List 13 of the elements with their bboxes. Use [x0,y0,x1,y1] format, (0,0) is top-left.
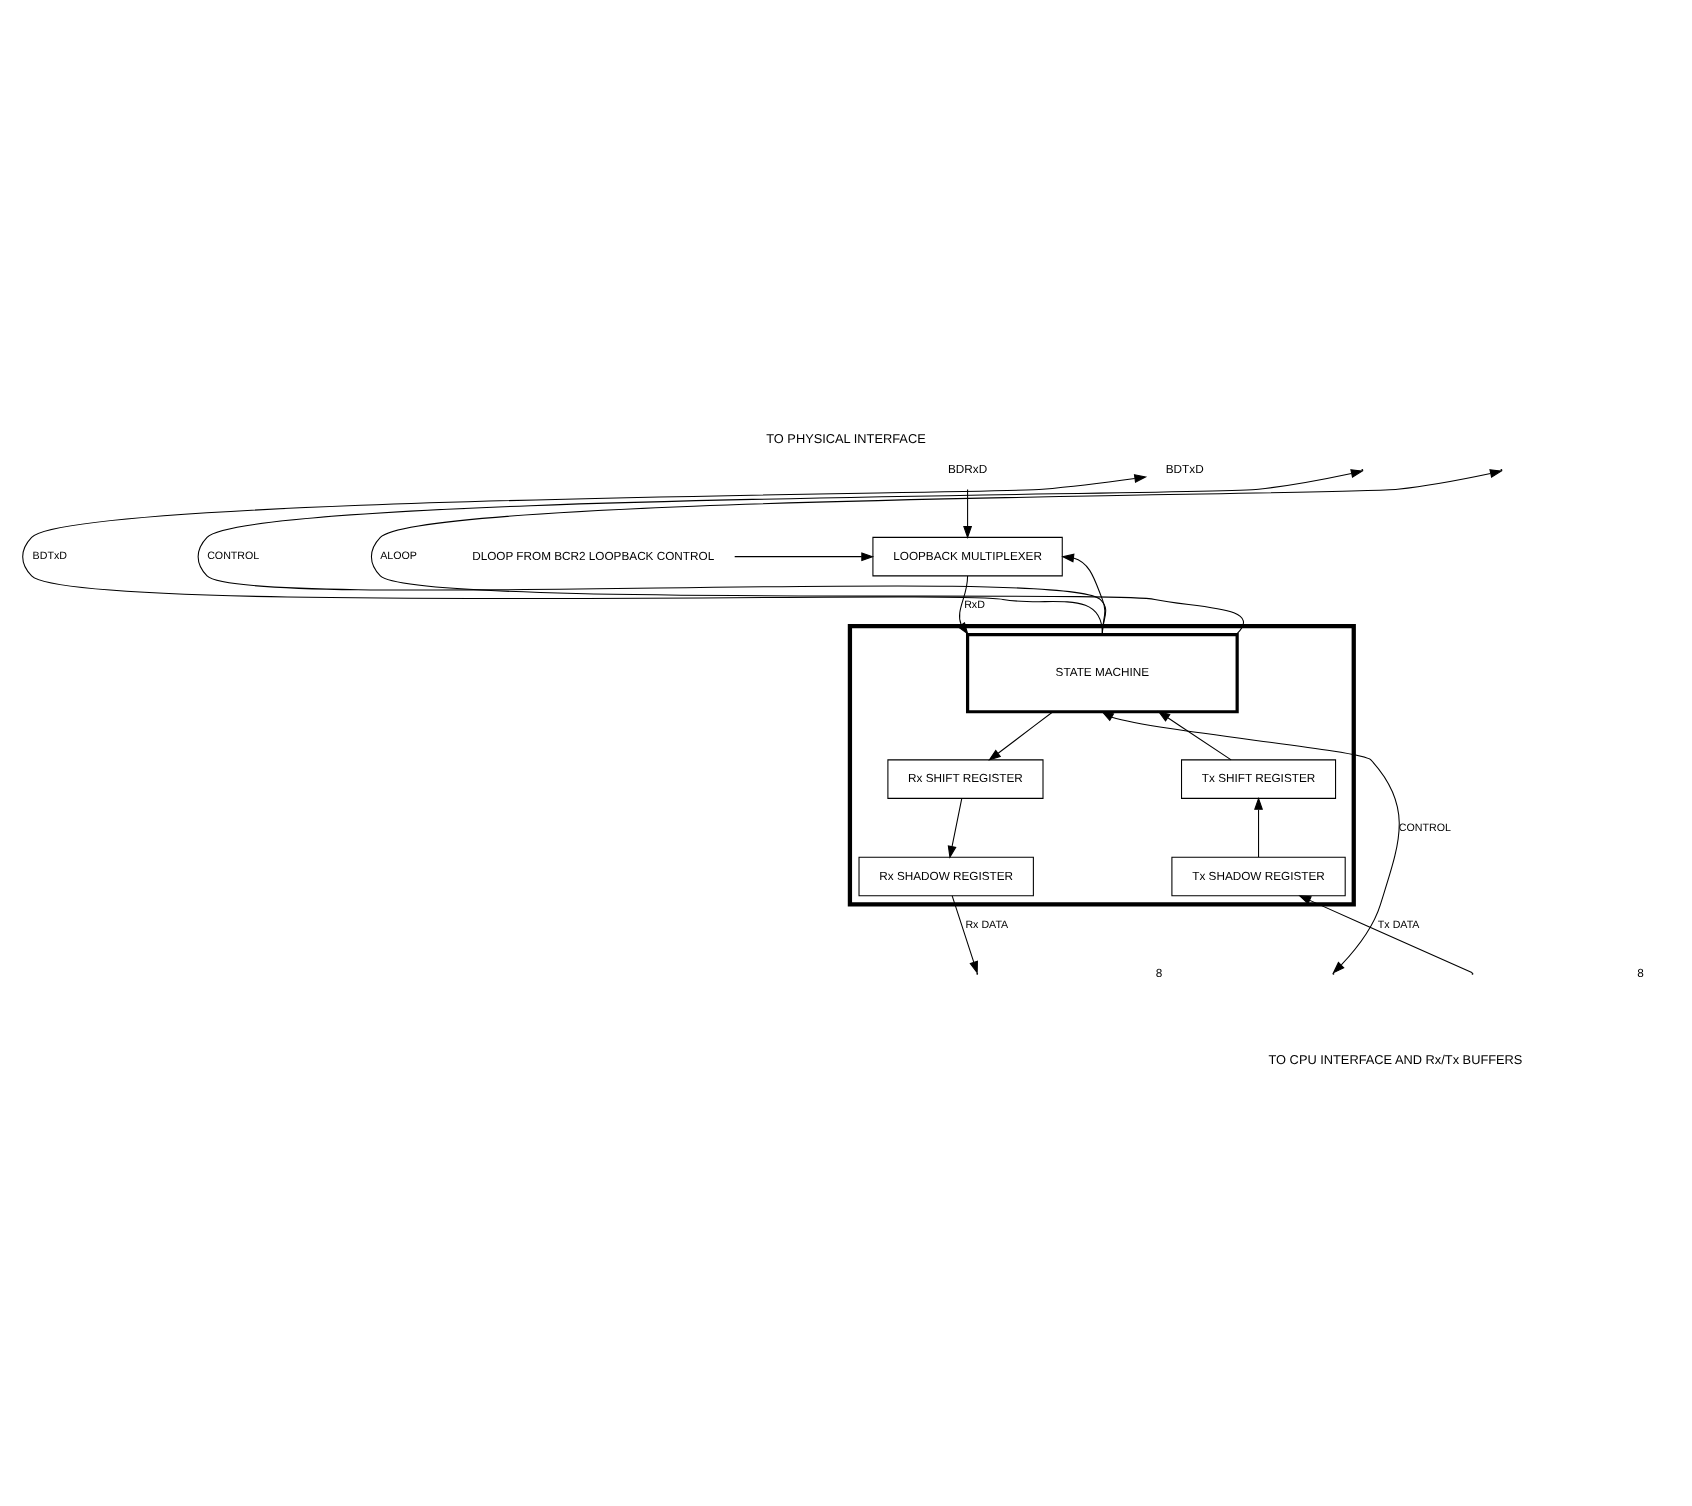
arrow [1100,709,1400,973]
arrow [963,487,973,538]
arrow [988,710,1054,760]
arrow [947,797,963,858]
arrow [197,468,1364,634]
arrow [22,473,1148,634]
arrow [734,551,875,561]
arrow [1298,894,1473,973]
arrow [951,894,978,974]
arrow [370,468,1503,634]
arrow [957,574,969,634]
arrow [1254,795,1264,857]
arrow [1157,709,1232,760]
